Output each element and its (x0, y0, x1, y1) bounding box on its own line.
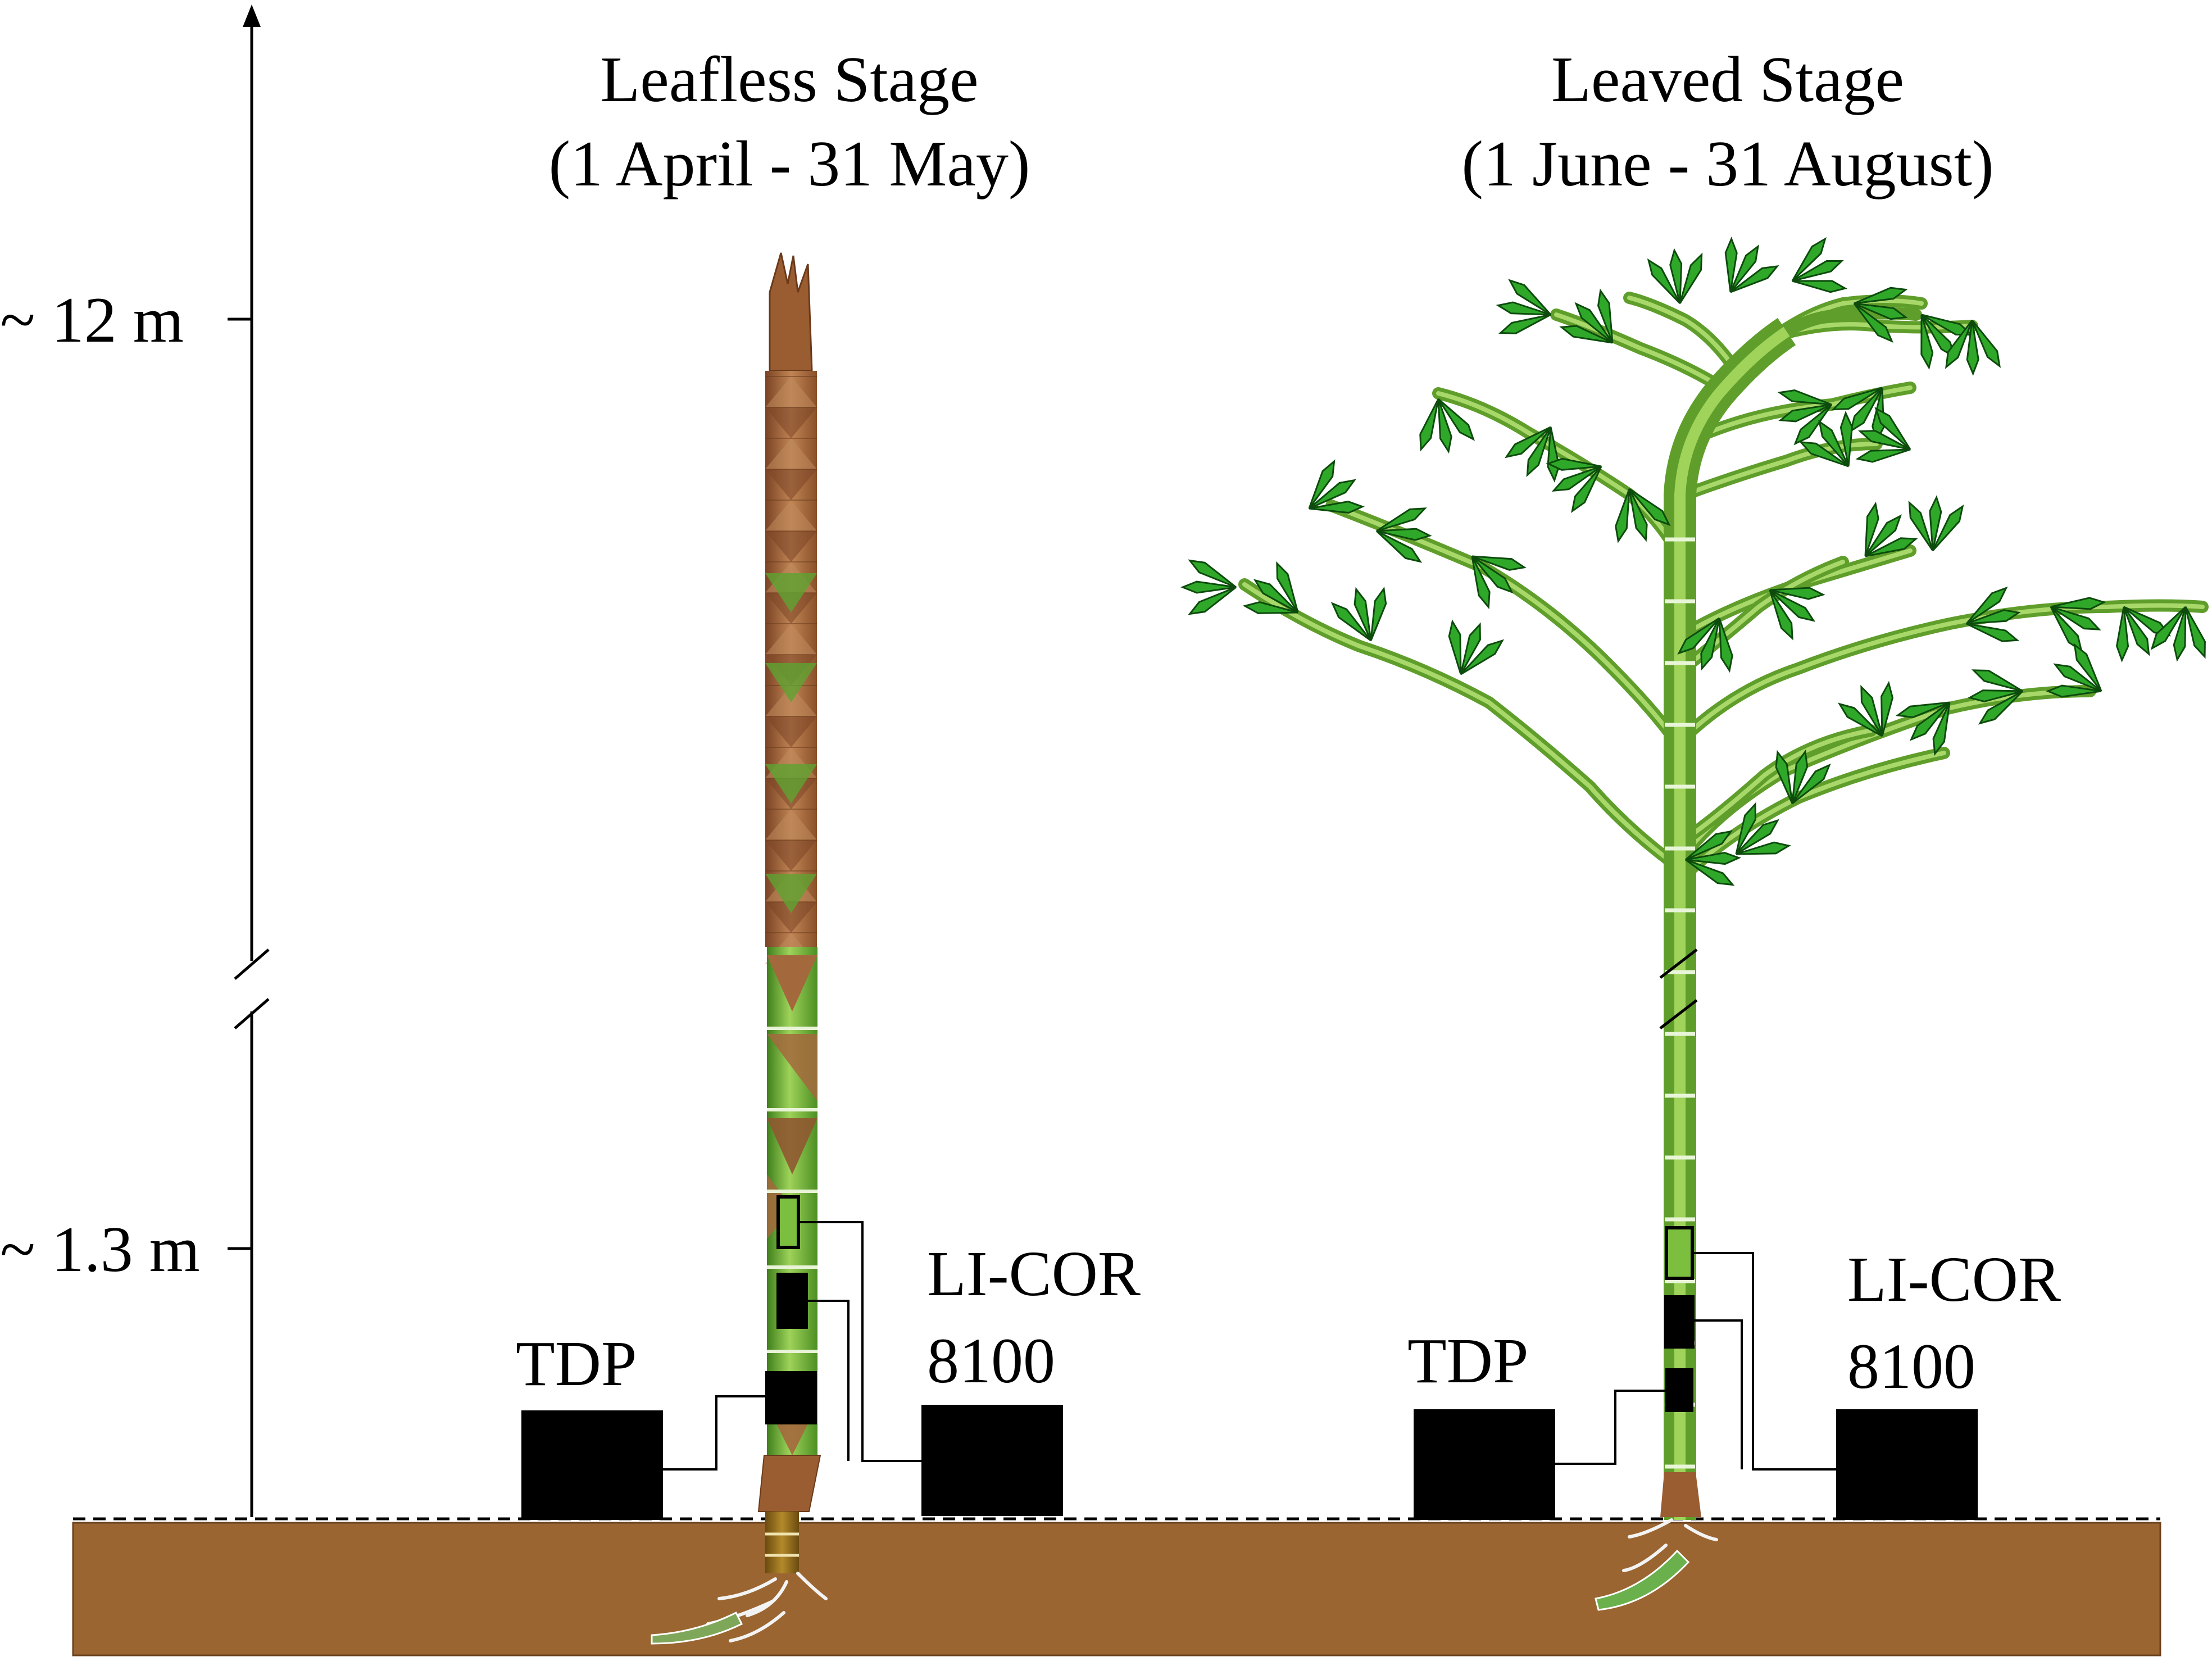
tdp-cable (663, 1395, 765, 1471)
tick-high-label: ~ 12 m (0, 284, 184, 356)
tdp-label: TDP (1407, 1325, 1528, 1396)
licor-cable-2 (808, 1300, 850, 1461)
axis-arrowhead (243, 4, 261, 27)
licor-analyzer-box (921, 1405, 1063, 1516)
height-axis (228, 4, 270, 1517)
licor-chamber-middle (1664, 1295, 1695, 1349)
panel-leaved: Leaved Stage (1 June - 31 August) (1180, 44, 2209, 1611)
tdp-cable (1555, 1390, 1665, 1465)
tdp-label: TDP (516, 1328, 637, 1399)
tdp-probe (1665, 1368, 1693, 1412)
licor-cable (798, 1221, 921, 1462)
licor-label-line1: LI-COR (1847, 1244, 2061, 1315)
panel-leafless: Leafless Stage (1 April - 31 May) (516, 44, 1141, 1645)
licor-chamber-top (776, 1195, 800, 1249)
tdp-probe (765, 1371, 817, 1424)
panel-date-range: (1 April - 31 May) (549, 128, 1030, 200)
licor-chamber-middle (776, 1273, 808, 1329)
soil-band (72, 1522, 2161, 1657)
tdp-logger-box (521, 1410, 663, 1520)
licor-label-line1: LI-COR (927, 1238, 1141, 1309)
licor-label-line2: 8100 (927, 1325, 1055, 1396)
tick-low-label: ~ 1.3 m (0, 1214, 200, 1286)
panel-title: Leaved Stage (1551, 44, 1904, 116)
tdp-logger-box (1414, 1409, 1555, 1520)
licor-label-line2: 8100 (1847, 1331, 1975, 1402)
axis-break-mark-lower (234, 998, 270, 1029)
leaved-bamboo-culm-icon (1180, 236, 2209, 1611)
licor-analyzer-box (1836, 1409, 1978, 1520)
licor-cable-2 (1695, 1319, 1743, 1469)
licor-cable (1692, 1252, 1836, 1471)
axis-break-mark-upper (234, 949, 270, 980)
panel-title: Leafless Stage (600, 44, 978, 116)
panel-date-range: (1 June - 31 August) (1461, 128, 1993, 200)
leafless-bamboo-shoot-icon (651, 252, 828, 1645)
licor-chamber-top (1665, 1226, 1694, 1280)
